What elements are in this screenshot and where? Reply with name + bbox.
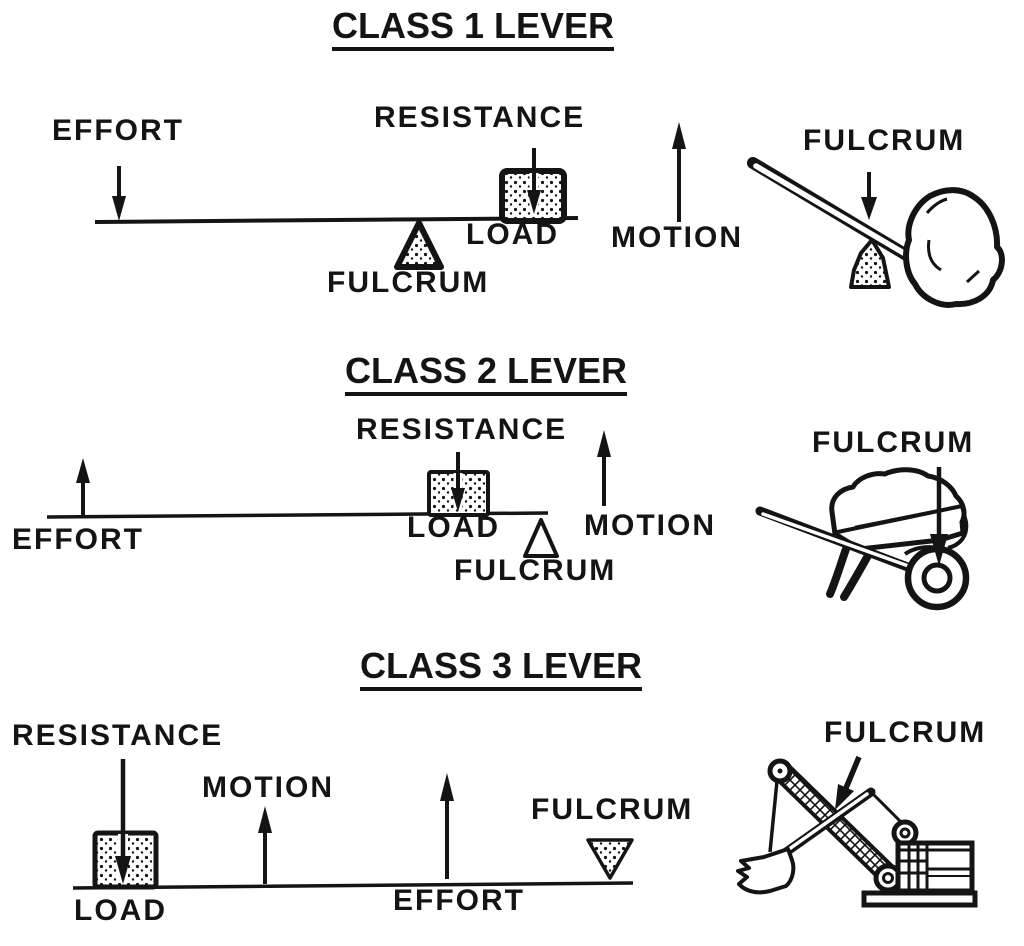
class2-effort-label: EFFORT [12, 523, 144, 556]
class2-load-label: LOAD [407, 511, 500, 544]
class2-illustration-fulcrum-label: FULCRUM [812, 426, 975, 459]
class2-motion-label: MOTION [584, 509, 716, 542]
class3-title: CLASS 3 LEVER [360, 648, 643, 691]
class2-motion-arrow [597, 430, 611, 506]
class3-illustration-fulcrum-label: FULCRUM [824, 716, 987, 749]
shovel-hoist-cable [768, 780, 779, 853]
wheelbarrow-legs [826, 545, 874, 601]
crowbar [747, 157, 934, 274]
class1-resistance-label: RESISTANCE [374, 101, 586, 134]
shovel-stick-cable [869, 790, 905, 826]
class3-resistance-label: RESISTANCE [12, 719, 224, 752]
class2-illustration-fulcrum-arrow [930, 467, 948, 566]
shovel-bucket [736, 847, 796, 895]
power-shovel-illustration [736, 755, 978, 908]
class3-motion-arrow [258, 806, 272, 884]
class1-fulcrum-label: FULCRUM [327, 266, 490, 299]
wheelbarrow-illustration [755, 467, 970, 611]
class1-lever-line [94, 216, 579, 224]
class1-fulcrum-triangle [394, 220, 444, 270]
class1-illustration-fulcrum-arrow [861, 172, 877, 220]
class1-illustration-fulcrum-label: FULCRUM [803, 124, 966, 157]
shovel-top-pulley [767, 758, 793, 784]
wheelbarrow-wheel [904, 545, 970, 611]
class3-illustration-fulcrum-arrow [835, 755, 862, 810]
class2-fulcrum-label: FULCRUM [454, 554, 617, 587]
class3-fulcrum-triangle [586, 838, 634, 880]
crowbar-and-rock-illustration [747, 157, 1005, 308]
class2-resistance-label: RESISTANCE [356, 413, 568, 446]
class3-load-label: LOAD [74, 894, 167, 927]
class1-motion-arrow [672, 122, 686, 222]
class1-load-label: LOAD [466, 218, 559, 251]
class3-effort-label: EFFORT [393, 884, 525, 917]
class3-lever-line [72, 881, 634, 890]
class2-fulcrum-triangle [523, 518, 559, 558]
class3-resistance-arrow [115, 759, 131, 884]
class1-title: CLASS 1 LEVER [332, 8, 615, 51]
class1-schematic [94, 122, 686, 270]
wheelbarrow-handle [755, 506, 939, 582]
class3-schematic [72, 759, 634, 890]
class1-effort-arrow [112, 166, 126, 221]
shovel-cab [895, 840, 975, 894]
class1-effort-label: EFFORT [52, 114, 184, 147]
class3-effort-arrow [440, 773, 454, 879]
class3-motion-label: MOTION [202, 771, 334, 804]
class2-schematic [46, 430, 611, 558]
class2-resistance-arrow [451, 452, 465, 512]
rock [903, 187, 1005, 308]
class2-title: CLASS 2 LEVER [345, 353, 628, 396]
class1-motion-label: MOTION [611, 221, 743, 254]
class2-effort-arrow [76, 458, 90, 516]
class3-fulcrum-label: FULCRUM [531, 793, 694, 826]
shovel-base [861, 890, 978, 908]
class1-resistance-arrow [527, 148, 541, 214]
